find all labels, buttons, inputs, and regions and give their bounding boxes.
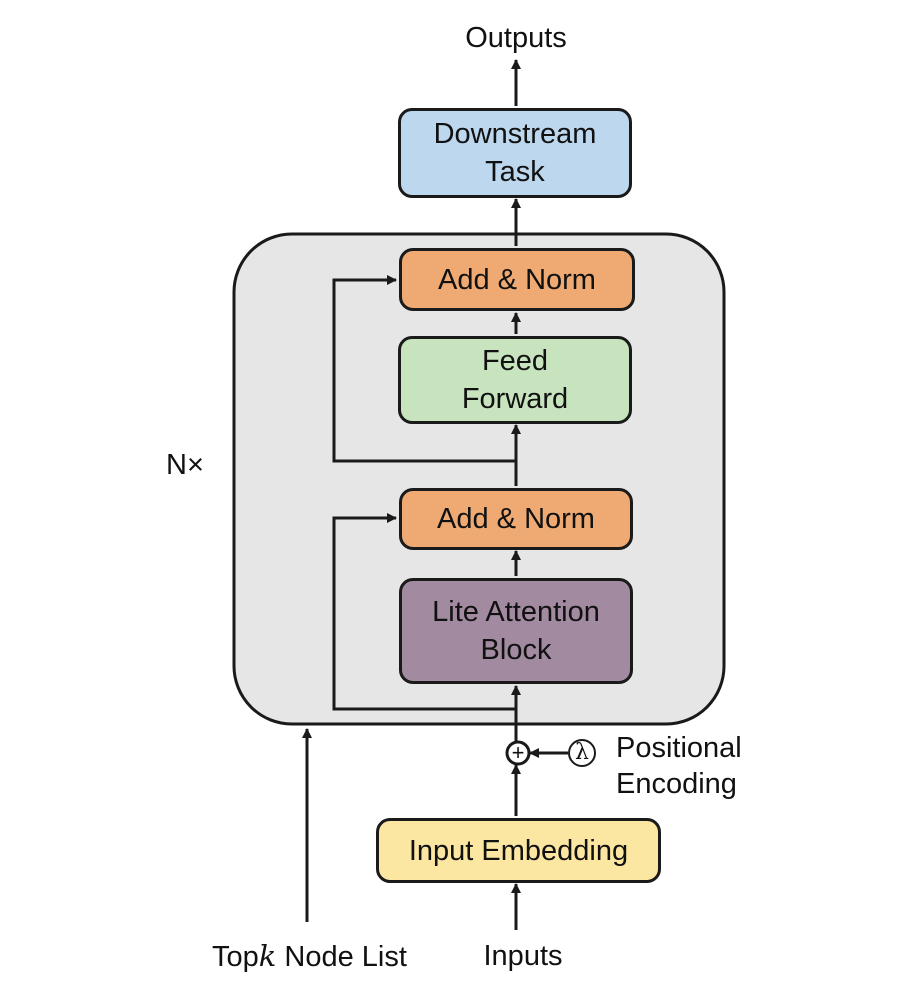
downstream-task-box: Downstream Task (398, 108, 632, 198)
lambda-symbol: λ (575, 740, 589, 765)
feed-forward-box: Feed Forward (398, 336, 632, 424)
input-embedding-label: Input Embedding (408, 834, 629, 867)
input-embedding-box: Input Embedding (376, 818, 661, 883)
add-norm-bottom-box: Add & Norm (399, 488, 633, 550)
add-norm-top-label: Add & Norm (438, 263, 596, 296)
downstream-task-label: Downstream Task (433, 118, 597, 188)
topk-prefix: Top (212, 941, 259, 973)
topk-node-list-label: Topk Node List (212, 938, 407, 975)
add-norm-bottom-label: Add & Norm (437, 503, 595, 535)
topk-variable: k (258, 939, 277, 973)
residual-bottom (332, 513, 516, 711)
plus-circle (505, 740, 531, 766)
lite-attention-box: Lite Attention Block (399, 578, 633, 684)
feed-forward-label: Feed Forward (461, 345, 569, 415)
lite-attention-label: Lite Attention Block (432, 596, 600, 666)
repeat-label: N× (166, 449, 204, 481)
plus-symbol: + (511, 740, 525, 765)
inputs-label: Inputs (483, 940, 563, 972)
positional-encoding-label: Positional Encoding (616, 732, 742, 800)
add-norm-top-box: Add & Norm (399, 248, 635, 311)
topk-suffix: Node List (276, 941, 407, 973)
lambda-circle (568, 739, 596, 767)
residual-top (332, 275, 516, 463)
outputs-label: Outputs (465, 22, 567, 54)
